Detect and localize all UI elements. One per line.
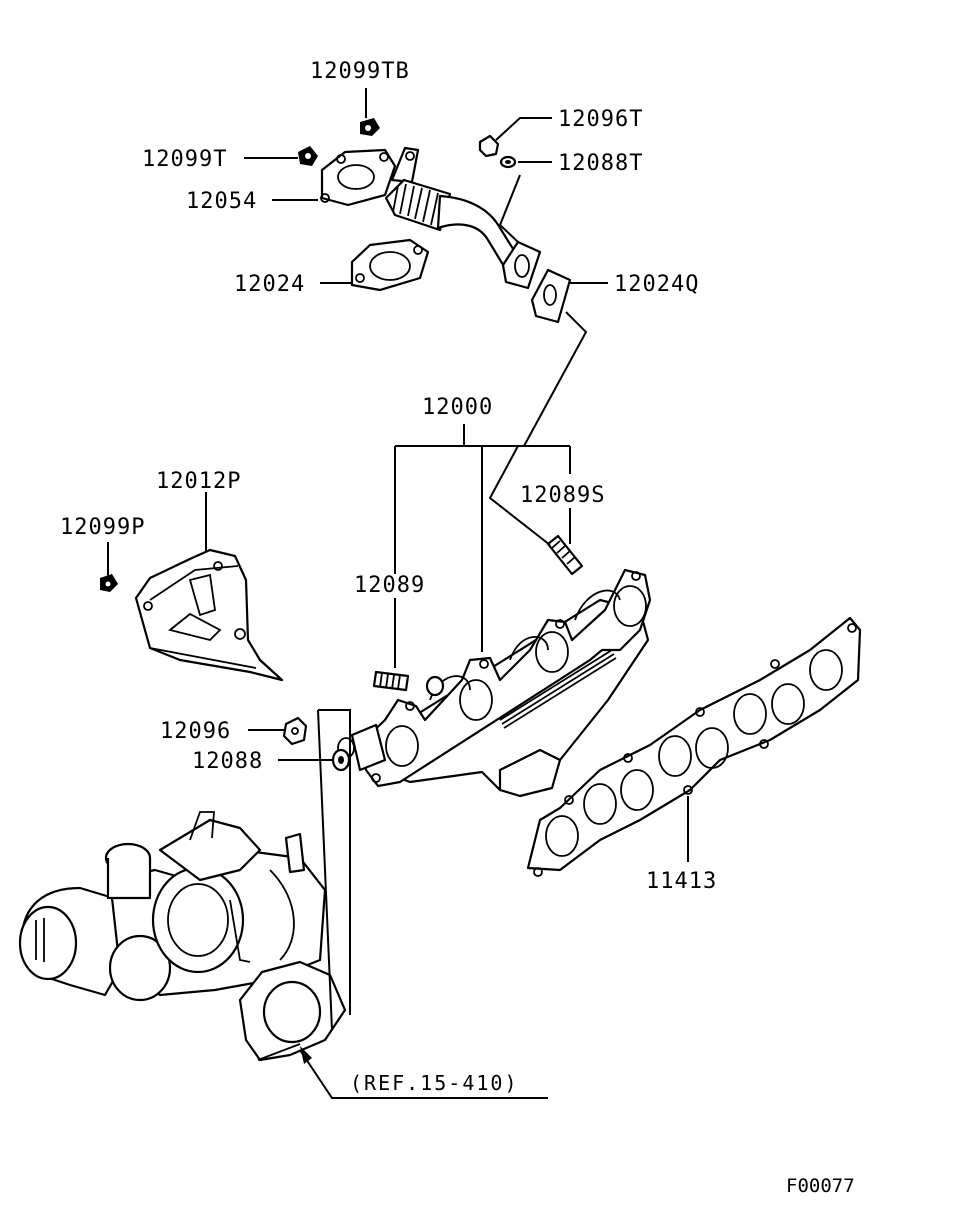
leader-lines-top — [244, 88, 608, 447]
turbocharger — [18, 811, 347, 1062]
callout-12089S: 12089S — [520, 483, 605, 508]
callout-12096T: 12096T — [558, 107, 643, 132]
bolt-12099T — [298, 146, 318, 166]
washer-12088T — [499, 155, 517, 169]
stud-12089S — [546, 534, 584, 576]
callout-12024Q: 12024Q — [614, 272, 699, 297]
stud-12089 — [372, 670, 410, 692]
manifold-gasket-11413 — [526, 616, 862, 877]
leader-lines-manifold — [394, 424, 571, 668]
callout-12088: 12088 — [192, 749, 263, 774]
reference-note: (REF.15-410) — [350, 1071, 519, 1095]
callout-12089: 12089 — [354, 573, 425, 598]
callout-11413: 11413 — [646, 869, 717, 894]
heat-protector-12012P — [134, 548, 284, 682]
washer-12088 — [331, 748, 351, 772]
callout-12099P: 12099P — [60, 515, 145, 540]
callout-12000: 12000 — [422, 395, 493, 420]
nut-12096T — [478, 134, 500, 158]
figure-code: F00077 — [786, 1175, 855, 1197]
bolt-12099TB — [360, 118, 380, 136]
ref-leader — [299, 709, 548, 1099]
callout-12012P: 12012P — [156, 469, 241, 494]
callout-12099TB: 12099TB — [310, 59, 410, 84]
callout-12024: 12024 — [234, 272, 305, 297]
callout-12099T: 12099T — [142, 147, 227, 172]
bolt-12099P — [100, 574, 118, 592]
callout-12096: 12096 — [160, 719, 231, 744]
gasket-12024 — [350, 238, 430, 292]
callout-12054: 12054 — [186, 189, 257, 214]
gasket-12024Q — [530, 268, 572, 324]
nut-12096 — [282, 716, 308, 746]
callout-12088T: 12088T — [558, 151, 643, 176]
exhaust-manifold-12000 — [337, 568, 652, 798]
egr-pipe-12054 — [320, 146, 542, 290]
